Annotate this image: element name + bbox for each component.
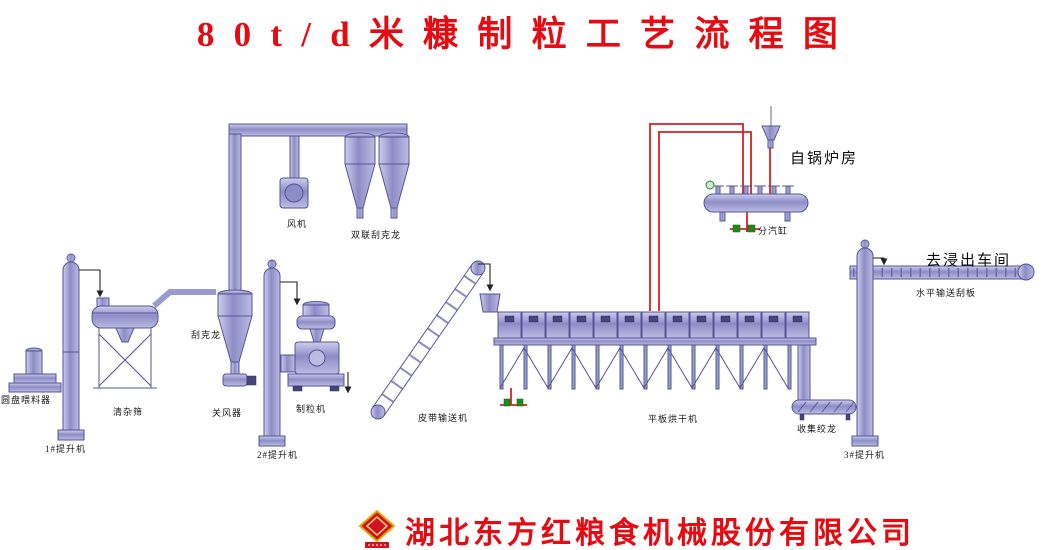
- steam-header: [703, 180, 809, 222]
- label-scraper-cyclone: 刮克龙: [191, 330, 222, 340]
- label-fan: 风机: [287, 219, 308, 229]
- flow-arrow-conveyor-to-dryer: [478, 263, 494, 292]
- elevator-3: [851, 239, 879, 447]
- label-elevator-1: 1#提升机: [45, 444, 87, 454]
- flow-arrow-elevator1-to-sieve: [79, 269, 104, 298]
- elevator-2: [258, 259, 286, 447]
- label-steam-header: 分汽缸: [758, 226, 789, 236]
- company-logo: [358, 510, 396, 548]
- label-belt-conveyor: 皮带输送机: [418, 413, 469, 423]
- company-name: 湖北东方红粮食机械股份有限公司: [405, 517, 915, 550]
- label-double-cyclone: 双联刮克龙: [351, 230, 402, 240]
- label-elevator-2: 2#提升机: [257, 450, 299, 460]
- belt-conveyor: [370, 260, 486, 420]
- label-cleaning-sieve: 清杂筛: [113, 407, 144, 417]
- flow-arrow-elevator3-to-scraper: [873, 257, 888, 266]
- page-title: 80t/d米糠制粒工艺流程图: [196, 15, 858, 54]
- horizontal-scraper-conveyor: [849, 263, 1035, 281]
- label-air-lock: 关风器: [212, 408, 243, 418]
- double-cyclone: [344, 132, 410, 219]
- pellet-mill: [280, 301, 345, 392]
- flat-dryer: [479, 293, 817, 402]
- air-lock: [222, 373, 257, 387]
- label-from-boiler: 自锅炉房: [790, 151, 859, 167]
- disc-feeder: [8, 347, 62, 393]
- cleaning-sieve: [91, 297, 159, 389]
- aspiration-duct: [152, 289, 216, 309]
- label-flat-dryer: 平板烘干机: [648, 414, 699, 424]
- collecting-auger: [791, 399, 857, 421]
- flow-arrow-elevator2-to-mill: [280, 281, 301, 306]
- footer: 湖北东方红粮食机械股份有限公司: [356, 508, 915, 550]
- label-to-extraction: 去浸出车间: [926, 253, 1012, 269]
- label-pellet-mill: 制粒机: [296, 404, 327, 414]
- label-horizontal-scraper: 水平输送刮板: [916, 288, 977, 298]
- label-elevator-3: 3#提升机: [844, 450, 886, 460]
- label-collecting-auger: 收集绞龙: [797, 424, 838, 434]
- elevator-1: [57, 253, 85, 441]
- scraper-cyclone: [217, 289, 253, 375]
- label-disc-feeder: 圆盘喂料器: [1, 395, 52, 405]
- steam-pipes: [500, 106, 781, 407]
